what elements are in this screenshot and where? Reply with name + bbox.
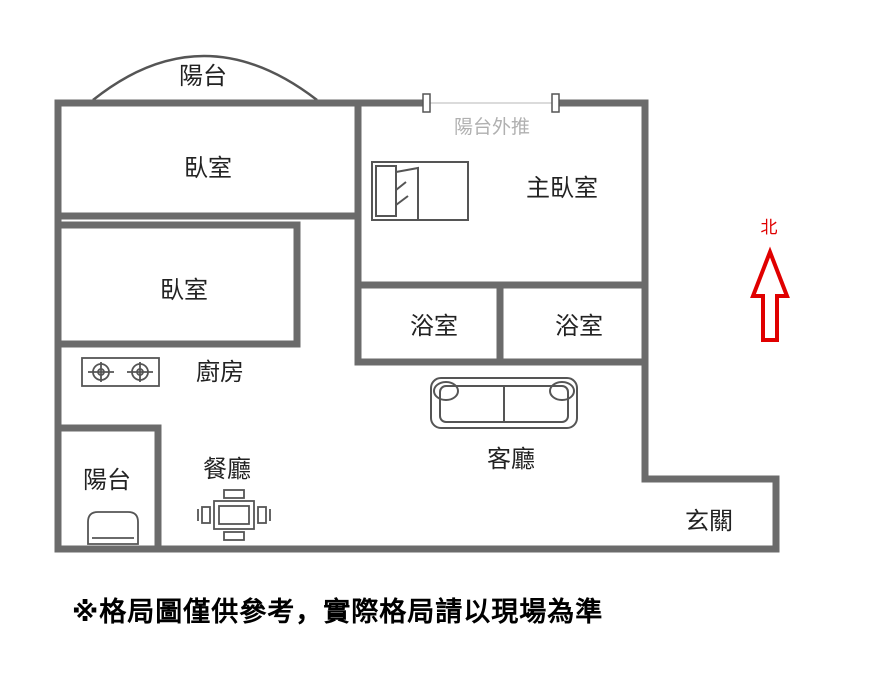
walls: [54, 99, 780, 553]
master-bedroom-label: 主臥室: [526, 174, 598, 202]
dining-room-label: 餐廳: [203, 455, 251, 483]
north-label: 北: [761, 218, 778, 238]
stove-icon: [81, 357, 160, 387]
living-room-label: 客廳: [487, 445, 535, 473]
dining-table-icon: [197, 489, 271, 541]
balcony-top-arc: [92, 54, 318, 101]
balcony-push-label: 陽台外推: [454, 116, 530, 138]
sofa-icon: [430, 377, 578, 429]
bedroom-2-label: 臥室: [160, 276, 208, 304]
disclaimer-text: ※格局圖僅供參考，實際格局請以現場為準: [72, 597, 604, 628]
bedroom-1-label: 臥室: [184, 154, 232, 182]
window-post-left: [422, 93, 431, 113]
balcony-side-label: 陽台: [83, 466, 131, 494]
entrance-label: 玄關: [685, 507, 733, 535]
bathroom-1-label: 浴室: [410, 312, 458, 340]
bed-icon: [371, 161, 469, 221]
laundry-icon: [87, 511, 139, 545]
window-post-right: [551, 93, 560, 113]
kitchen-label: 廚房: [196, 358, 244, 386]
bathroom-2-label: 浴室: [555, 312, 603, 340]
north-arrow-icon: [750, 246, 790, 342]
balcony-top-label: 陽台: [179, 62, 227, 90]
